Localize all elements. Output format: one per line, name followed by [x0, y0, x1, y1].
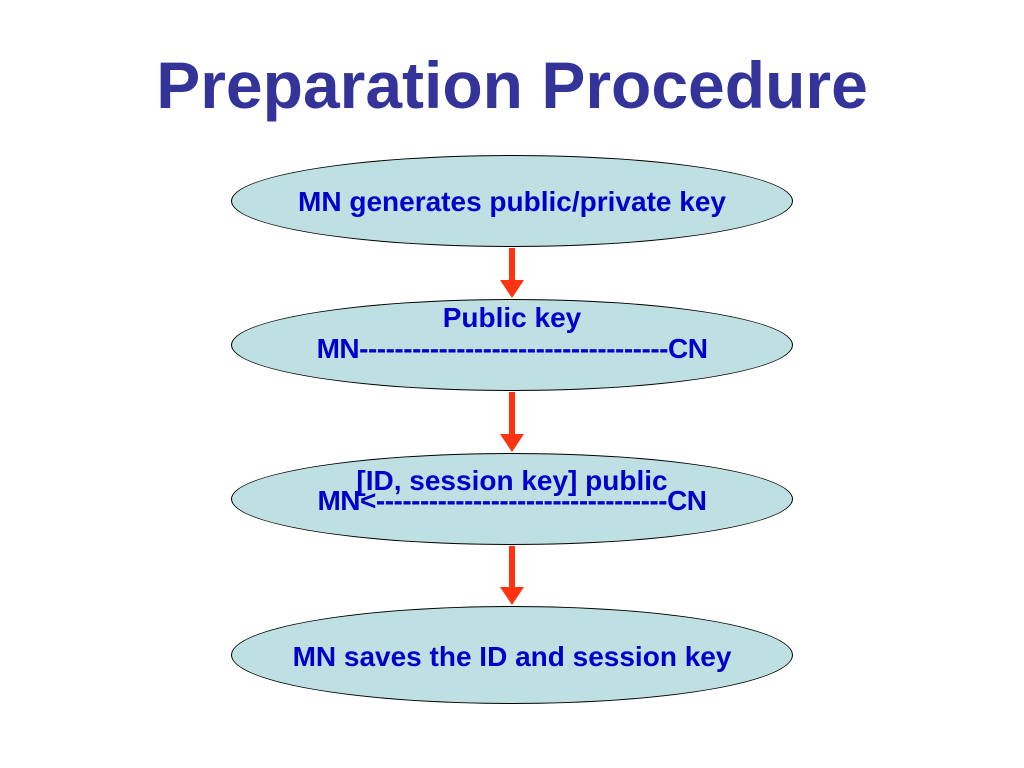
step-send-public-key-label: Public key: [442, 302, 582, 333]
arrow-down-icon: [500, 280, 524, 298]
step-receive-session-key-label: [ID, session key] public: [356, 465, 668, 496]
step-send-public-key-line: MN-----------------------------------CN: [316, 333, 708, 364]
step-receive-session-key: [ID, session key] public MN<------------…: [231, 453, 793, 545]
flow-arrow-1-shaft: [509, 248, 515, 282]
arrow-down-icon: [500, 434, 524, 452]
flow-arrow-3: [500, 546, 524, 605]
step-send-public-key: Public key MN---------------------------…: [231, 299, 793, 391]
slide-title: Preparation Procedure: [156, 48, 868, 122]
flow-arrow-2: [500, 392, 524, 452]
step-save-session-key-text: MN saves the ID and session key: [292, 641, 732, 672]
step-generate-keys: MN generates public/private key: [231, 155, 793, 247]
flow-arrow-2-shaft: [509, 392, 515, 436]
flow-arrow-3-shaft: [509, 546, 515, 589]
arrow-down-icon: [500, 587, 524, 605]
step-generate-keys-text: MN generates public/private key: [298, 186, 726, 217]
step-save-session-key: MN saves the ID and session key: [231, 606, 793, 704]
flow-arrow-1: [500, 248, 524, 298]
step-receive-session-key-line: MN<---------------------------------CN: [317, 485, 707, 516]
